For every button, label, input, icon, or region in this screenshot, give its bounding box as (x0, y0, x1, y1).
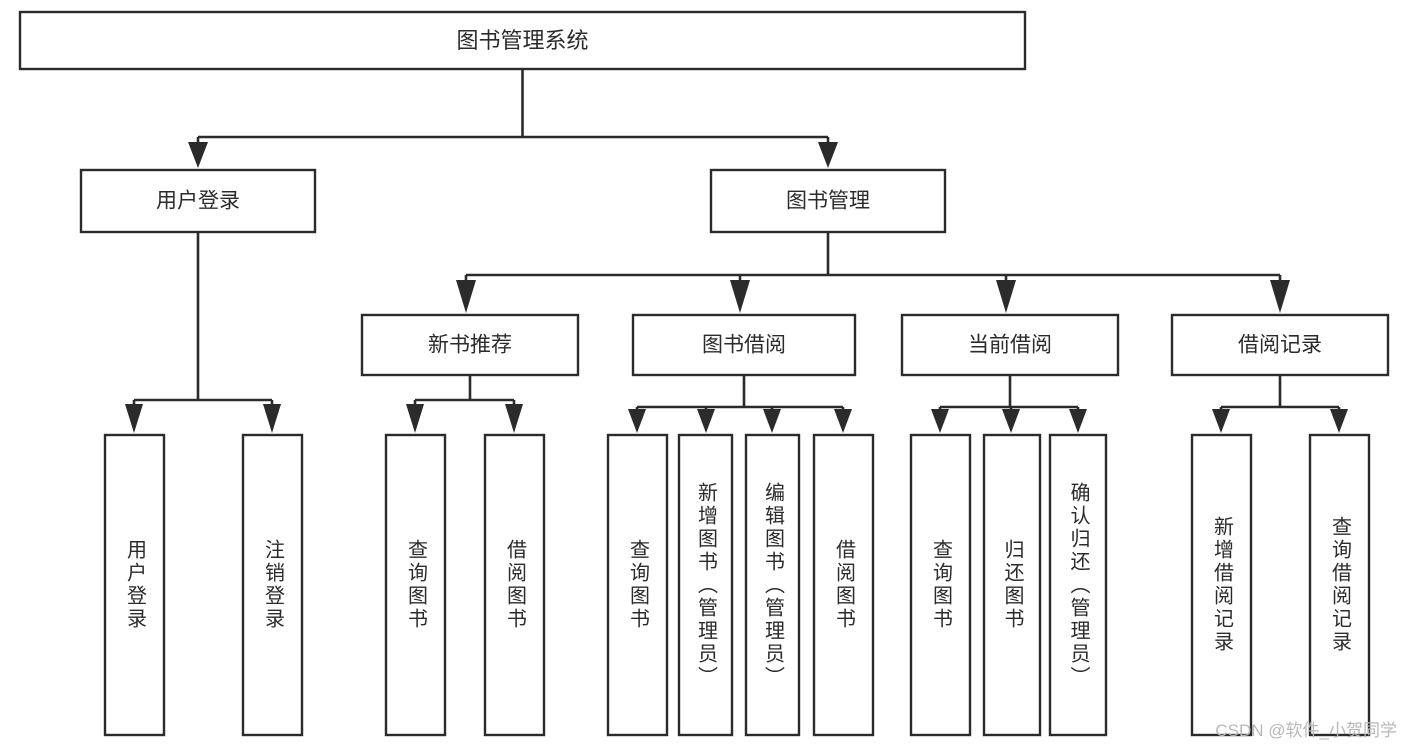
node-book-borrow-box[interactable] (631, 313, 857, 377)
arrowhead-user-login-leaf-2 (263, 404, 281, 433)
node-new-book-recommend-label: 新书推荐 (428, 334, 512, 357)
arrowhead-cb-leaf-2 (1002, 409, 1020, 433)
arrowhead-nbr-leaf-2 (505, 404, 523, 433)
node-book-management[interactable]: 图书管理 (709, 168, 947, 234)
node-leaf-query-book-1-box[interactable] (384, 433, 447, 737)
node-root-label: 图书管理系统 (456, 28, 588, 53)
node-user-login[interactable]: 用户登录 (79, 168, 317, 234)
arrowhead-br-leaf-2 (1330, 409, 1348, 433)
arrowhead-bb-leaf-2 (697, 409, 715, 433)
node-user-login-box[interactable] (79, 168, 317, 234)
node-root[interactable]: 图书管理系统 (18, 10, 1027, 71)
arrowhead-bm-to-book-borrow (730, 280, 750, 313)
node-current-borrow[interactable]: 当前借阅 (900, 313, 1120, 377)
connector-group-new-book-recommend (406, 375, 523, 433)
node-leaf-add-book-box[interactable] (677, 433, 734, 737)
node-new-book-recommend-box[interactable] (360, 313, 580, 377)
node-leaf-logout-box[interactable] (241, 433, 304, 737)
node-leaf-borrow-book-2-box[interactable] (812, 433, 875, 737)
connector-group-book-borrow (628, 375, 852, 433)
node-current-borrow-box[interactable] (900, 313, 1120, 377)
node-leaf-edit-book-box[interactable] (744, 433, 801, 737)
arrowhead-bb-leaf-1 (628, 409, 646, 433)
arrowhead-bb-leaf-4 (834, 409, 852, 433)
connector-group-user-login (125, 232, 281, 433)
node-borrow-record[interactable]: 借阅记录 (1170, 313, 1390, 377)
arrowhead-bb-leaf-3 (763, 409, 781, 433)
node-book-borrow-label: 图书借阅 (702, 334, 786, 357)
node-borrow-record-box[interactable] (1170, 313, 1390, 377)
node-new-book-recommend[interactable]: 新书推荐 (360, 313, 580, 377)
arrowhead-cb-leaf-3 (1069, 409, 1087, 433)
connector-group-current-borrow (931, 375, 1087, 433)
arrowhead-bm-to-new-book-recommend (456, 280, 476, 313)
arrowhead-nbr-leaf-1 (406, 404, 424, 433)
node-leaf-query-book-2-box[interactable] (606, 433, 669, 737)
arrowhead-user-login-leaf-1 (125, 404, 143, 433)
node-user-login-label: 用户登录 (156, 190, 240, 213)
node-leaf-add-record-box[interactable] (1190, 433, 1253, 737)
node-book-borrow[interactable]: 图书借阅 (631, 313, 857, 377)
node-root-box[interactable] (18, 10, 1027, 71)
node-leaf-query-record-box[interactable] (1308, 433, 1371, 737)
node-borrow-record-label: 借阅记录 (1238, 334, 1322, 357)
arrowhead-bm-to-borrow-record (1270, 280, 1290, 313)
node-book-management-box[interactable] (709, 168, 947, 234)
node-leaf-return-book-box[interactable] (982, 433, 1042, 737)
connector-group-book-management (456, 232, 1290, 313)
node-leaf-confirm-return-box[interactable] (1048, 433, 1108, 737)
node-leaf-query-book-3-box[interactable] (909, 433, 972, 737)
arrowhead-br-leaf-1 (1212, 409, 1230, 433)
arrowhead-root-to-book-management (818, 142, 838, 168)
leaf-box-group (103, 433, 1371, 737)
arrowhead-cb-leaf-1 (931, 409, 949, 433)
node-current-borrow-label: 当前借阅 (968, 334, 1052, 357)
node-leaf-user-login-box[interactable] (103, 433, 166, 737)
connector-group-borrow-record (1212, 375, 1348, 433)
node-book-management-label: 图书管理 (786, 190, 870, 213)
arrowhead-bm-to-current-borrow (996, 280, 1016, 313)
csdn-watermark: CSDN @软件_小贺同学 (1215, 721, 1397, 740)
node-leaf-borrow-book-1-box[interactable] (483, 433, 546, 737)
arrowhead-root-to-user-login (188, 142, 208, 168)
connector-group-root (188, 69, 838, 168)
